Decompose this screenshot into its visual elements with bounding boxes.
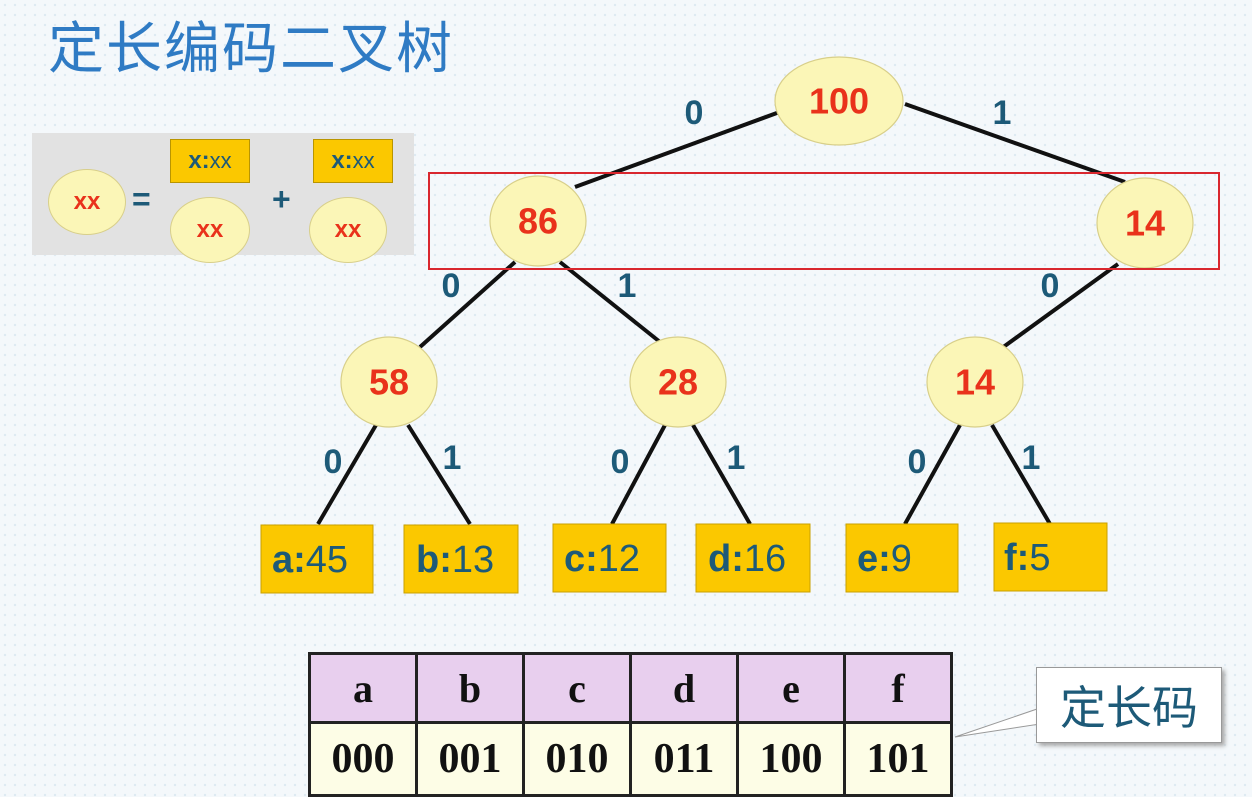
code-table-symbol-row: a b c d e f — [308, 652, 953, 724]
edge-label-14b-left: 0 — [908, 443, 927, 481]
leaf-a-key: a: — [272, 539, 306, 581]
leaf-f-value: 5 — [1029, 537, 1050, 579]
node-58: 58 — [340, 336, 438, 428]
code-cell: 011 — [629, 721, 739, 797]
symbol-cell: e — [736, 652, 846, 724]
leaf-f: f:5 — [993, 522, 1108, 592]
page-title: 定长编码二叉树 — [48, 17, 454, 82]
svg-text:a:45: a:45 — [272, 539, 348, 581]
node-14-level2-label: 14 — [955, 362, 995, 403]
edge-label-14b-right: 1 — [1022, 439, 1041, 477]
legend-plus: + — [272, 181, 291, 217]
leaf-b-value: 13 — [452, 539, 494, 581]
edge-label-28-left: 0 — [611, 443, 630, 481]
leaf-b: b:13 — [403, 524, 519, 594]
node-root-label: 100 — [809, 81, 869, 122]
node-58-label: 58 — [369, 362, 409, 403]
svg-text:f:5: f:5 — [1004, 537, 1050, 579]
edge-86-left — [418, 260, 517, 349]
code-cell: 000 — [308, 721, 418, 797]
legend-right-leaf: x:xx — [313, 139, 393, 183]
leaf-e-key: e: — [857, 538, 891, 580]
leaf-d-value: 16 — [744, 538, 786, 580]
edge-label-14-left: 0 — [1041, 267, 1060, 305]
node-86-label: 86 — [518, 201, 558, 242]
code-cell: 100 — [736, 721, 846, 797]
code-cell: 010 — [522, 721, 632, 797]
edge-58-right — [406, 423, 472, 526]
edge-58-left — [316, 423, 378, 526]
edge-root-right — [904, 102, 1126, 184]
node-14-level1-label: 14 — [1125, 203, 1165, 244]
symbol-cell: a — [308, 652, 418, 724]
edge-label-86-right: 1 — [618, 267, 637, 305]
svg-text:b:13: b:13 — [416, 539, 494, 581]
svg-text:c:12: c:12 — [564, 538, 640, 580]
leaf-c-value: 12 — [598, 538, 640, 580]
edge-root-left — [574, 108, 786, 189]
node-28: 28 — [629, 336, 727, 428]
edge-label-58-left: 0 — [324, 443, 343, 481]
node-14-level2: 14 — [926, 336, 1024, 428]
legend-panel: xx = x:xx xx + x:xx xx — [32, 133, 414, 263]
edge-28-right — [691, 424, 752, 525]
leaf-c-key: c: — [564, 538, 598, 580]
leaf-f-key: f: — [1004, 537, 1029, 579]
legend-equals: = — [132, 181, 151, 217]
leaf-a: a:45 — [260, 524, 374, 594]
node-root: 100 — [774, 56, 904, 146]
code-cell: 101 — [843, 721, 953, 797]
leaf-d: d:16 — [695, 523, 811, 593]
legend-left-key: x: — [188, 147, 210, 174]
node-86: 86 — [489, 175, 587, 267]
legend-right-node: xx — [309, 197, 387, 263]
symbol-cell: d — [629, 652, 739, 724]
node-28-label: 28 — [658, 362, 698, 403]
leaf-e-value: 9 — [891, 538, 912, 580]
level-highlight-box — [428, 172, 1220, 270]
symbol-cell: f — [843, 652, 953, 724]
edge-label-root-right: 1 — [993, 94, 1012, 132]
edge-label-28-right: 1 — [727, 439, 746, 477]
edge-label-86-left: 0 — [442, 267, 461, 305]
leaf-b-key: b: — [416, 539, 452, 581]
legend-right-val: xx — [352, 148, 375, 173]
leaf-c: c:12 — [552, 523, 667, 593]
svg-text:e:9: e:9 — [857, 538, 912, 580]
code-cell: 001 — [415, 721, 525, 797]
symbol-cell: c — [522, 652, 632, 724]
callout-label: 定长码 — [1036, 667, 1222, 743]
leaf-e: e:9 — [845, 523, 959, 593]
edge-28-left — [610, 424, 667, 525]
edge-14-left — [1000, 262, 1120, 350]
legend-right-key: x: — [331, 147, 353, 174]
legend-left-val: xx — [209, 148, 232, 173]
edge-14b-left — [903, 424, 962, 525]
tree-edges — [316, 102, 1126, 526]
edge-14b-right — [990, 423, 1052, 526]
svg-text:d:16: d:16 — [708, 538, 786, 580]
symbol-cell: b — [415, 652, 525, 724]
legend-left-node: xx — [170, 197, 250, 263]
legend-parent-node: xx — [48, 169, 126, 235]
edge-label-root-left: 0 — [685, 94, 704, 132]
code-table: a b c d e f 000 001 010 011 100 101 — [308, 652, 953, 797]
leaf-d-key: d: — [708, 538, 744, 580]
edge-label-58-right: 1 — [443, 439, 462, 477]
code-table-code-row: 000 001 010 011 100 101 — [308, 721, 953, 797]
legend-left-leaf: x:xx — [170, 139, 250, 183]
leaf-a-value: 45 — [306, 539, 348, 581]
edge-86-right — [558, 260, 667, 348]
node-14-level1: 14 — [1096, 177, 1194, 269]
